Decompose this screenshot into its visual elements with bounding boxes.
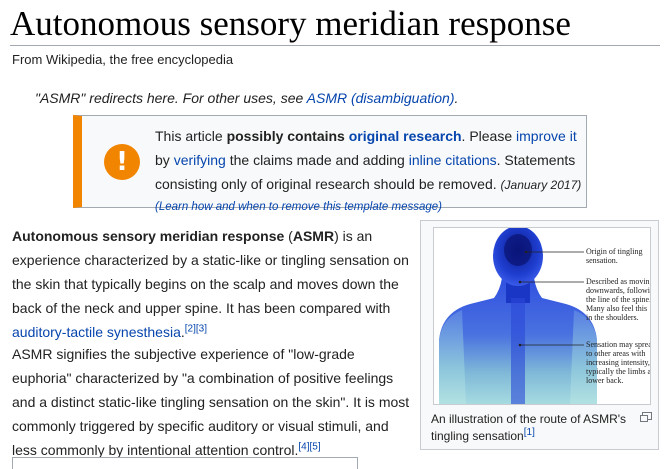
label-movement: Described as moving (586, 277, 650, 286)
citation-link[interactable]: [2] (184, 323, 196, 335)
citation-link[interactable]: [1] (523, 427, 535, 438)
svg-text:downwards, following: downwards, following (586, 286, 650, 295)
improve-it-link[interactable]: improve it (516, 128, 577, 144)
lead-paragraph: Autonomous sensory meridian response (AS… (12, 228, 409, 340)
citation-link[interactable]: [3] (195, 323, 208, 335)
verifying-link[interactable]: verifying (173, 152, 226, 168)
learn-remove-template-link[interactable]: (Learn how and when to remove this templ… (155, 201, 443, 213)
svg-text:Many also feel this: Many also feel this (586, 304, 647, 313)
citation-link[interactable]: [5] (309, 441, 321, 453)
figure-caption: An illustration of the route of ASMR's t… (431, 412, 627, 443)
hatnote: "ASMR" redirects here. For other uses, s… (35, 90, 459, 106)
svg-text:typically the limbs and: typically the limbs and (586, 367, 650, 376)
label-spread: Sensation may spread (586, 340, 650, 349)
notice-text: This article possibly contains original … (155, 124, 585, 217)
inline-citations-link[interactable]: inline citations (408, 152, 497, 168)
svg-text:increasing intensity,: increasing intensity, (586, 358, 650, 367)
svg-text:to other areas with: to other areas with (586, 349, 645, 358)
notice-date: (January 2017) (500, 178, 582, 192)
disambiguation-link[interactable]: ASMR (disambiguation) (306, 90, 455, 106)
site-tagline: From Wikipedia, the free encyclopedia (12, 52, 234, 67)
original-research-notice: ! This article possibly contains origina… (73, 115, 587, 213)
label-origin: Origin of tingling (586, 247, 642, 256)
page-title: Autonomous sensory meridian response (10, 2, 660, 46)
hatnote-text: "ASMR" redirects here. For other uses, s… (35, 90, 307, 106)
body-illustration-svg: Origin of tingling sensation. Described … (439, 228, 650, 404)
svg-text:sensation.: sensation. (586, 256, 618, 265)
asmr-illustration[interactable]: Origin of tingling sensation. Described … (433, 227, 651, 405)
svg-text:in the shoulders.: in the shoulders. (586, 313, 639, 322)
enlarge-icon[interactable] (640, 412, 652, 422)
original-research-link[interactable]: original research (348, 128, 462, 144)
second-paragraph: ASMR signifies the subjective experience… (12, 346, 410, 458)
exclamation-icon: ! (104, 144, 140, 180)
auditory-tactile-synesthesia-link[interactable]: auditory-tactile synesthesia (12, 324, 181, 340)
citation-link[interactable]: [4] (298, 441, 310, 453)
svg-text:lower back.: lower back. (586, 376, 623, 385)
svg-text:the line of the spine.: the line of the spine. (586, 295, 650, 304)
figure-thumbnail: Origin of tingling sensation. Described … (420, 220, 659, 450)
learn-link-wrap: (Learn how and when to remove this templ… (155, 197, 585, 217)
infobox-edge (12, 457, 358, 469)
